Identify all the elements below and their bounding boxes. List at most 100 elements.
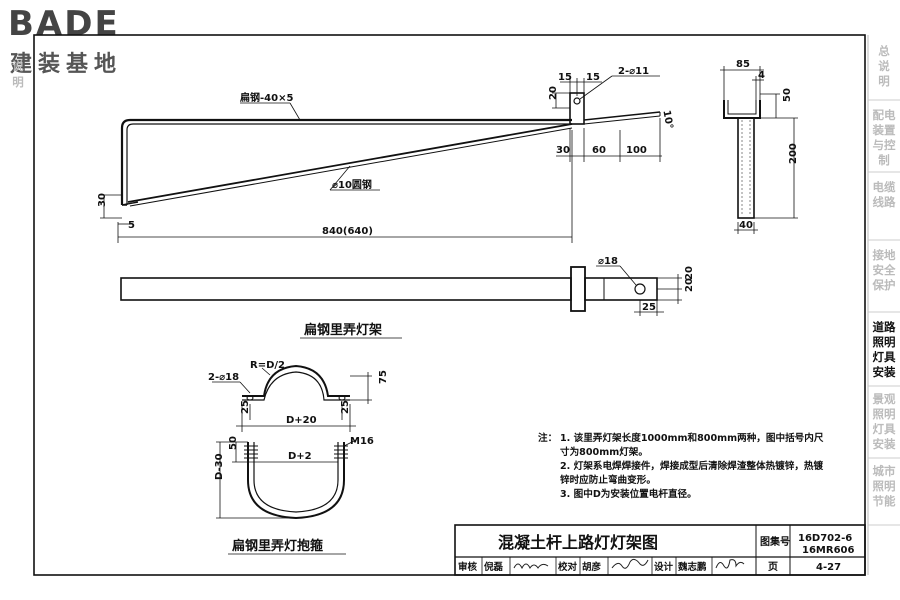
drawing-title: 混凝土杆上路灯灯架图 — [498, 533, 658, 552]
signature-scribbles — [513, 558, 745, 570]
sidebar-item-line: 保护 — [872, 278, 896, 292]
clamp-title: 扁钢里弄灯抱箍 — [232, 538, 323, 554]
sidebar-item-line: 景观 — [872, 392, 896, 406]
hole-spec-top-label: 2-⌀11 — [618, 66, 649, 77]
dim-d20: D+20 — [286, 415, 317, 426]
side-view-dimensions — [100, 75, 662, 243]
sidebar-item-line: 装置 — [872, 123, 896, 137]
sidebar-item-line: 灯具 — [872, 422, 896, 436]
dim-75: 75 — [378, 370, 389, 384]
top-view-dimensions — [596, 265, 682, 316]
sidebar-item-3[interactable]: 接地安全保护 — [868, 248, 900, 293]
bracket-side-view — [120, 92, 661, 207]
check-label: 校对 — [558, 561, 578, 573]
dim-20a: 20 — [684, 266, 695, 280]
sidebar-item-line: 安装 — [872, 437, 896, 451]
u-channel-dimensions — [720, 66, 798, 234]
sidebar-item-line: 安全 — [872, 263, 896, 277]
sheet-frame — [33, 34, 866, 576]
sidebar-item-line: 说 — [878, 59, 890, 73]
logo-subtitle: 建装基地 — [10, 52, 123, 77]
dim-25a: 25 — [240, 400, 251, 414]
r-label: R=D/2 — [250, 360, 285, 371]
dim-200: 200 — [788, 143, 799, 164]
clamp-u-bolt-dimensions — [216, 439, 357, 519]
dim-20: 20 — [548, 86, 559, 100]
note-item: 2. 灯架系电焊焊接件，焊接成型后清除焊渣整体热镀锌，热镀锌时应防止弯曲变形。 — [560, 461, 824, 486]
sidebar-item-line: 制 — [878, 153, 890, 167]
m16-label: M16 — [350, 436, 374, 447]
logo-brand: BADE — [8, 4, 120, 44]
title-underlines — [228, 337, 402, 555]
review-label: 审核 — [458, 561, 478, 573]
sidebar-item-line: 线路 — [872, 195, 896, 209]
dim-4: 4 — [758, 70, 765, 81]
dim-100: 100 — [626, 145, 647, 156]
dim-50b: 50 — [228, 436, 239, 450]
hole-18-label: ⌀18 — [598, 256, 618, 267]
left-strip: 说 明 — [6, 40, 30, 90]
sidebar-item-line: 照明 — [872, 479, 896, 493]
dim-15b: 15 — [586, 72, 600, 83]
title-block — [454, 524, 866, 576]
note-item: 3. 图中D为安装位置电杆直径。 — [560, 489, 697, 500]
sidebar-item-1[interactable]: 配电装置与控制 — [868, 108, 900, 168]
note-row: 注： 1. 该里弄灯架长度1000mm和800mm两种，图中括号内尺寸为800m… — [538, 432, 828, 460]
design-label: 设计 — [654, 561, 674, 573]
left-strip-char: 说 — [12, 59, 24, 73]
left-strip-char: 明 — [12, 75, 24, 89]
sidebar-item-line: 灯具 — [872, 350, 896, 364]
dim-50: 50 — [782, 88, 793, 102]
sidebar-item-line: 道路 — [872, 320, 896, 334]
atlas-number-2: 16MR606 — [802, 545, 854, 556]
sidebar-item-line: 总 — [878, 44, 890, 58]
checker-name: 胡彦 — [582, 561, 602, 573]
sidebar-item-0[interactable]: 总说明 — [868, 44, 900, 89]
notes-label: 注： — [538, 433, 558, 444]
sidebar-item-line: 明 — [878, 74, 890, 88]
sidebar-item-4[interactable]: 道路照明灯具安装 — [868, 320, 900, 380]
sidebar-item-line: 与控 — [872, 138, 896, 152]
dim-25b: 25 — [340, 400, 351, 414]
sidebar-item-line: 接地 — [872, 248, 896, 262]
dim-d30: D-30 — [214, 453, 225, 480]
dim-20b: 20 — [684, 278, 695, 292]
sidebar-item-6[interactable]: 城市照明节能 — [868, 464, 900, 509]
note-row: 2. 灯架系电焊焊接件，焊接成型后清除焊渣整体热镀锌，热镀锌时应防止弯曲变形。 — [538, 460, 828, 488]
round-steel-label: ⌀10圆钢 — [332, 178, 372, 191]
dim-d2: D+2 — [288, 451, 312, 462]
logo: BADE 建装基地 — [6, 4, 156, 77]
sidebar-item-line: 照明 — [872, 335, 896, 349]
dim-30-h: 30 — [556, 145, 570, 156]
page-number: 4-27 — [816, 562, 841, 573]
sidebar-item-line: 安装 — [872, 365, 896, 379]
dim-25: 25 — [642, 302, 656, 313]
atlas-label: 图集号 — [760, 535, 790, 548]
sidebar-item-line: 电缆 — [872, 180, 896, 194]
flat-steel-label: 扁钢-40×5 — [240, 91, 293, 104]
designer-name: 魏志鹏 — [677, 561, 707, 573]
hole-spec-clamp-label: 2-⌀18 — [208, 372, 239, 383]
sidebar-item-2[interactable]: 电缆线路 — [868, 180, 900, 210]
sidebar-item-line: 节能 — [872, 494, 896, 508]
dim-40: 40 — [739, 220, 753, 231]
page-label: 页 — [768, 561, 778, 573]
u-channel-detail — [723, 100, 761, 219]
dim-85: 85 — [736, 59, 750, 70]
bracket-title: 扁钢里弄灯架 — [304, 322, 382, 338]
bracket-top-view — [120, 266, 658, 312]
clamp-upper-strap — [242, 364, 350, 401]
dim-840: 840(640) — [322, 226, 373, 237]
note-row: 3. 图中D为安装位置电杆直径。 — [538, 488, 828, 502]
dim-15a: 15 — [558, 72, 572, 83]
dim-30-v: 30 — [97, 193, 108, 207]
clamp-upper-dimensions — [212, 367, 372, 432]
sidebar-item-5[interactable]: 景观照明灯具安装 — [868, 392, 900, 452]
angle-label: 10° — [660, 109, 674, 130]
dim-60: 60 — [592, 145, 606, 156]
dim-5: 5 — [128, 220, 135, 231]
sidebar-item-line: 配电 — [872, 108, 896, 122]
sidebar-item-line: 照明 — [872, 407, 896, 421]
sidebar-separators — [868, 99, 900, 526]
